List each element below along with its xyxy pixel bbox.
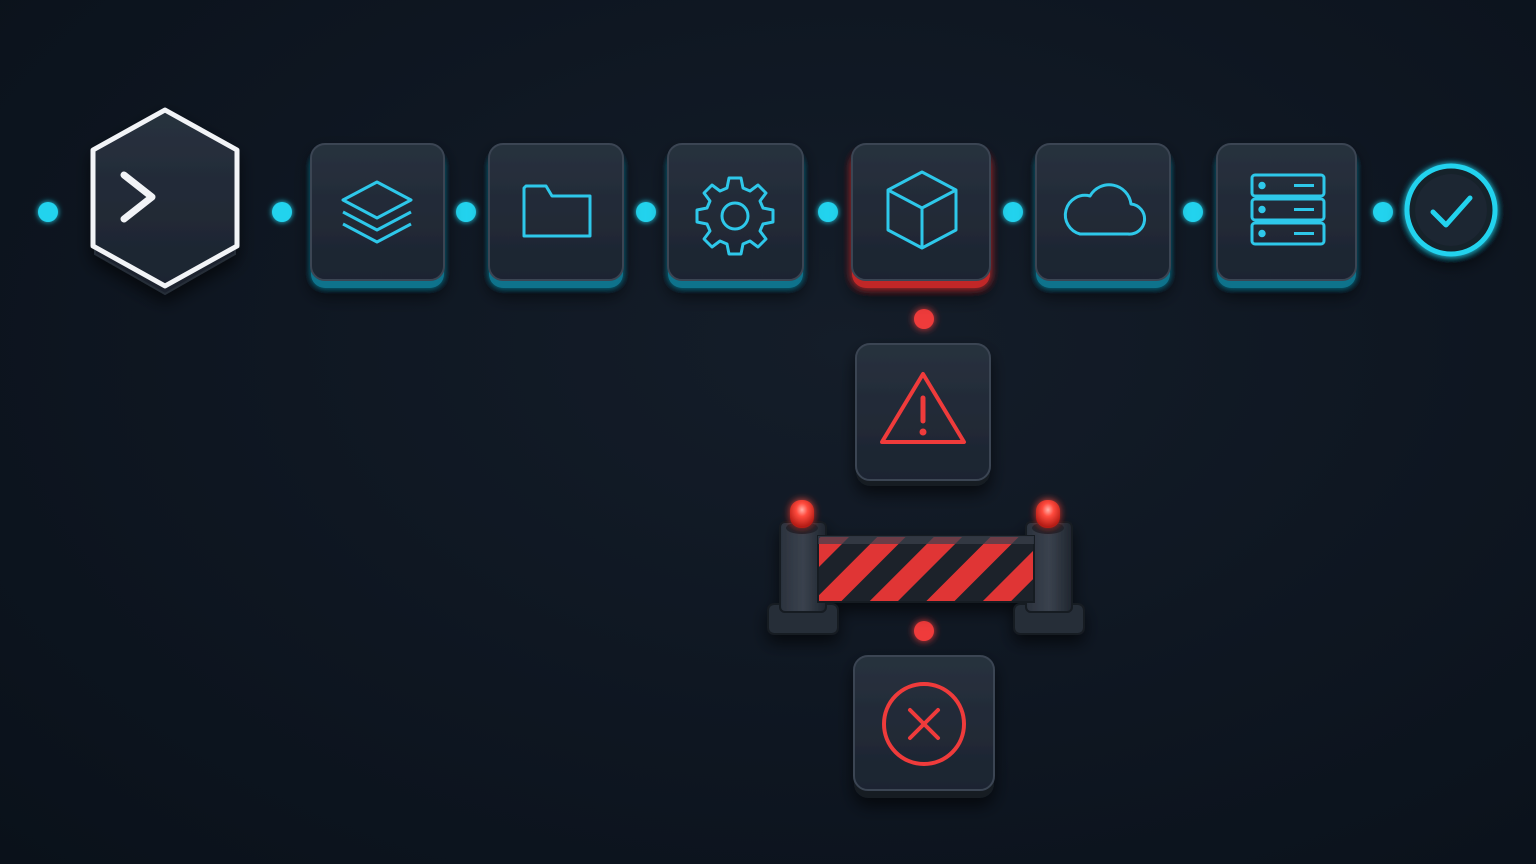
connector-dot <box>272 202 292 222</box>
barrier-icon <box>767 500 1085 635</box>
connector-dot <box>1183 202 1203 222</box>
layers-icon <box>341 180 413 244</box>
start-node[interactable] <box>90 107 240 296</box>
cloud-icon <box>1063 183 1147 236</box>
connector-dot <box>456 202 476 222</box>
connector-dot-failure <box>914 309 934 329</box>
connector-dot <box>818 202 838 222</box>
terminal-prompt-icon <box>120 171 202 234</box>
stage-tile-layers[interactable] <box>310 143 445 288</box>
end-node[interactable] <box>1404 163 1498 257</box>
stage-tile-cube-failed[interactable] <box>851 143 991 288</box>
check-circle-icon <box>1430 195 1473 228</box>
connector-dot <box>636 202 656 222</box>
warning-triangle-icon <box>880 372 966 444</box>
stage-tile-folder[interactable] <box>488 143 624 288</box>
gear-icon <box>695 176 775 256</box>
x-circle-icon <box>882 682 966 766</box>
connector-dot-failure <box>914 621 934 641</box>
folder-icon <box>522 184 592 238</box>
warning-tile[interactable] <box>855 343 991 486</box>
server-icon <box>1250 173 1326 246</box>
connector-dot <box>38 202 58 222</box>
stage-tile-gear[interactable] <box>667 143 804 288</box>
connector-dot <box>1003 202 1023 222</box>
connector-dot <box>1373 202 1393 222</box>
stage-tile-server[interactable] <box>1216 143 1357 288</box>
connector-dots <box>38 202 1393 641</box>
cube-icon <box>886 170 958 250</box>
failure-result-tile[interactable] <box>853 655 995 798</box>
stage-tile-cloud[interactable] <box>1035 143 1171 288</box>
